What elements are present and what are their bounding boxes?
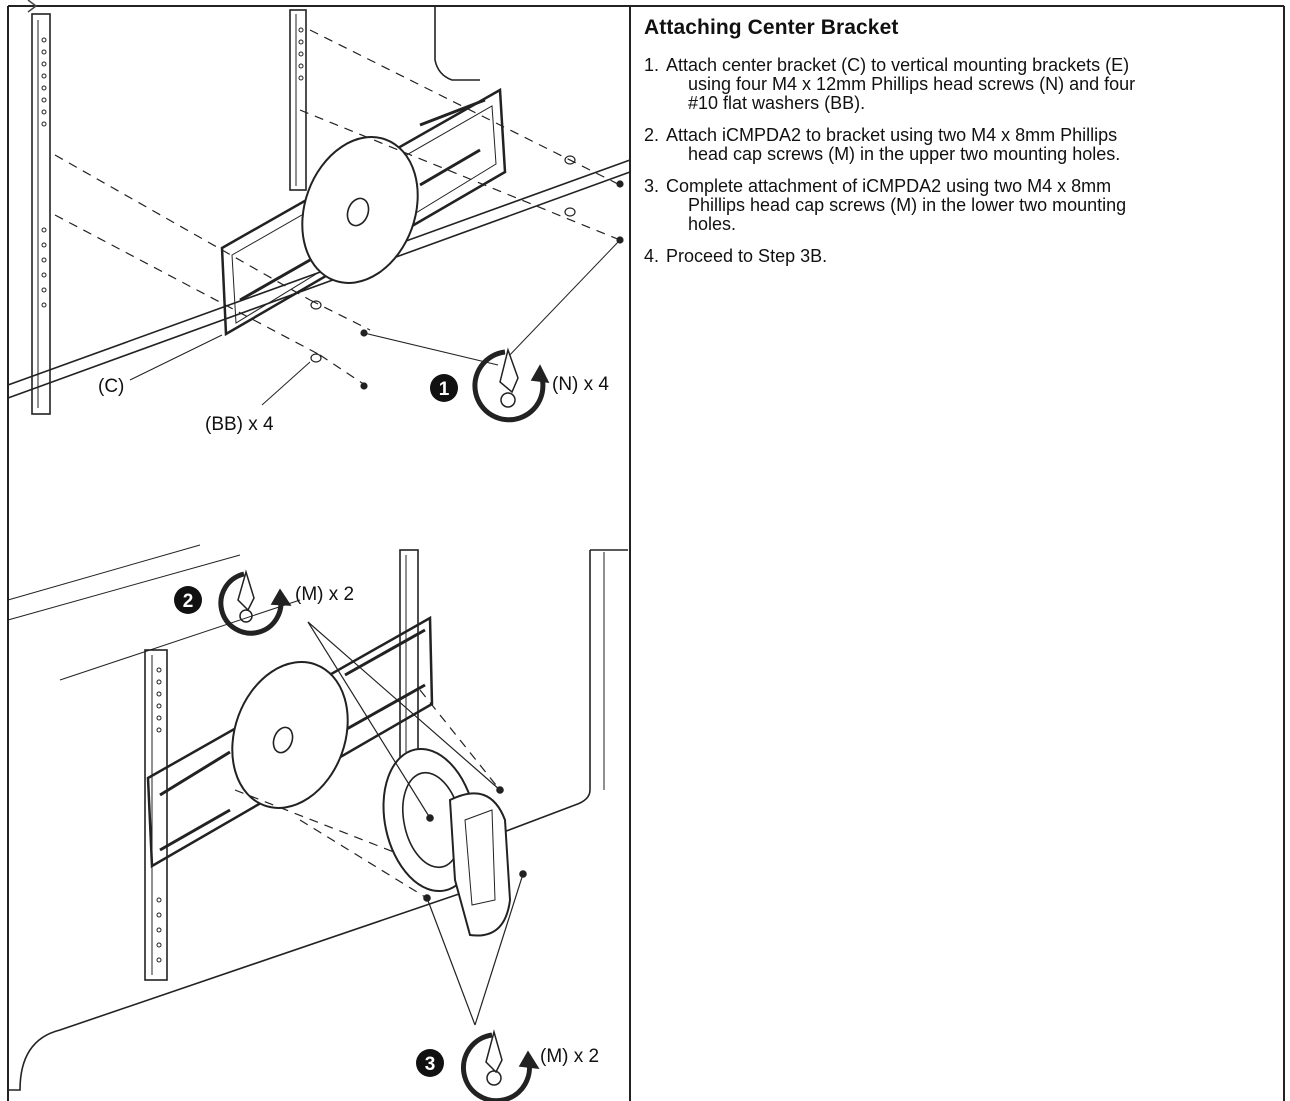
screwdriver-rotate-icon-upper <box>218 569 292 636</box>
step-badge-3 <box>416 1049 444 1077</box>
step-number: 1. <box>644 55 660 75</box>
step-badge-2-number: 2 <box>183 591 194 612</box>
screwdriver-rotate-icon-lower <box>460 1029 540 1101</box>
step-text-line: Complete attachment of iCMPDA2 using two… <box>666 176 1112 196</box>
step-number: 4. <box>644 246 660 266</box>
step-text-line: Proceed to Step 3B. <box>666 246 828 266</box>
step-badge-3-number: 3 <box>425 1054 436 1075</box>
page-border <box>7 5 1285 1101</box>
screwdriver-rotate-icon <box>472 347 550 423</box>
step-text-continuation: holes. <box>688 214 737 234</box>
step-badge-1 <box>430 374 458 402</box>
callout-n: (N) x 4 <box>552 374 609 395</box>
bottom-illustration <box>7 544 628 1101</box>
step-text-line: Attach center bracket (C) to vertical mo… <box>666 55 1130 75</box>
callout-bb: (BB) x 4 <box>205 414 274 435</box>
step-item: 4. Proceed to Step 3B. <box>644 247 1280 266</box>
step-item: 1. Attach center bracket (C) to vertical … <box>644 56 1280 113</box>
section-title: Attaching Center Bracket <box>644 16 899 39</box>
callout-c: (C) <box>98 376 124 397</box>
step-badge-1-number: 1 <box>439 379 450 400</box>
step-text: Proceed to Step 3B. <box>666 247 1256 266</box>
callout-m-lower: (M) x 2 <box>540 1046 599 1067</box>
step-text-continuation: Phillips head cap screws (M) in the lowe… <box>688 195 1127 215</box>
steps-list: 1. Attach center bracket (C) to vertical … <box>640 56 1280 266</box>
instructions-panel: Attaching Center Bracket 1. Attach center… <box>640 14 1280 279</box>
step-text: Attach iCMPDA2 to bracket using two M4 x… <box>666 126 1256 164</box>
corner-arrow-icon <box>27 0 38 13</box>
step-number: 3. <box>644 176 660 196</box>
step-text-continuation: using four M4 x 12mm Phillips head screw… <box>688 74 1136 94</box>
top-illustration <box>7 6 631 423</box>
step-item: 2. Attach iCMPDA2 to bracket using two M4… <box>644 126 1280 164</box>
step-badge-2 <box>174 586 202 614</box>
step-item: 3. Complete attachment of iCMPDA2 using t… <box>644 177 1280 234</box>
callout-m-upper: (M) x 2 <box>295 584 354 605</box>
step-text-line: Attach iCMPDA2 to bracket using two M4 x… <box>666 125 1118 145</box>
step-text-continuation: head cap screws (M) in the upper two mou… <box>688 144 1121 164</box>
step-text-continuation: #10 flat washers (BB). <box>688 93 866 113</box>
step-number: 2. <box>644 125 660 145</box>
step-text: Complete attachment of iCMPDA2 using two… <box>666 177 1256 234</box>
step-text: Attach center bracket (C) to vertical mo… <box>666 56 1256 113</box>
